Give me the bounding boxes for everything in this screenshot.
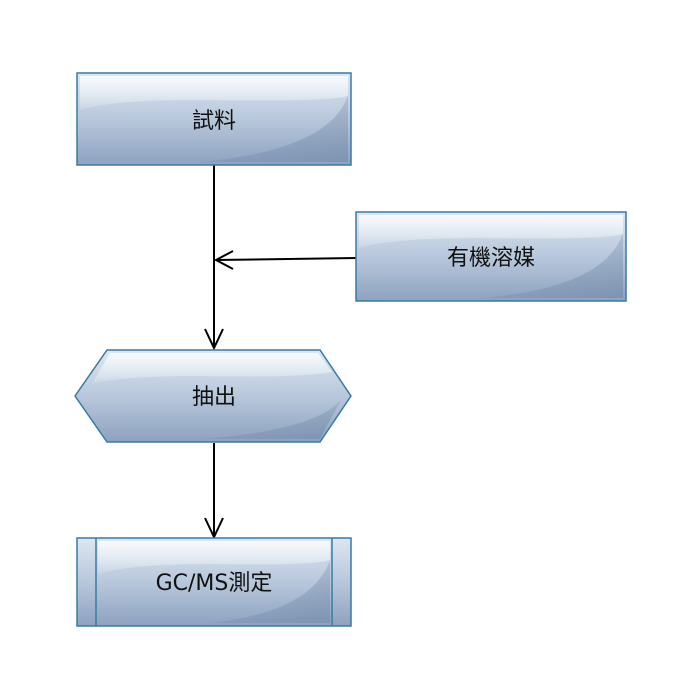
node-solvent: 有機溶媒	[355, 211, 627, 302]
node-measurement-label: GC/MS測定	[156, 571, 273, 596]
node-sample-label: 試料	[192, 109, 236, 134]
edge-solvent-to-main-line	[215, 257, 357, 261]
node-extraction-label: 抽出	[192, 385, 236, 410]
arrowhead-measurement	[204, 517, 224, 540]
node-extraction: 抽出	[74, 349, 352, 443]
arrowhead-extraction	[204, 328, 224, 351]
node-solvent-label: 有機溶媒	[447, 246, 535, 271]
node-measurement: GC/MS測定	[76, 537, 352, 627]
edges	[204, 165, 357, 540]
node-sample: 試料	[76, 72, 352, 166]
arrowhead-merge	[213, 250, 234, 270]
